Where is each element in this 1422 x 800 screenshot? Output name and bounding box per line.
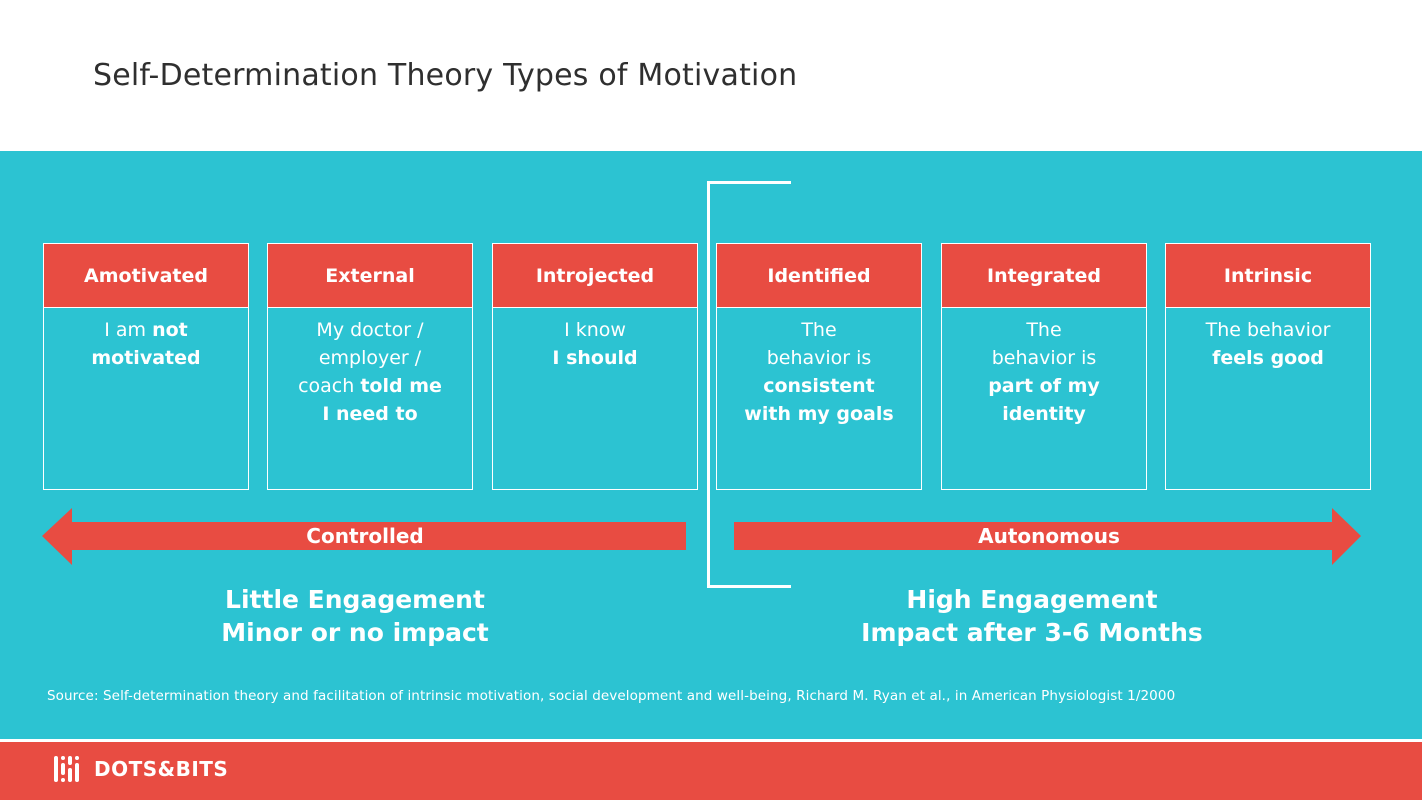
card-text: behavior is	[991, 347, 1097, 369]
card-text-line: feels good	[1174, 344, 1362, 372]
page-title: Self-Determination Theory Types of Motiv…	[93, 58, 798, 93]
engagement-right-line1: High Engagement	[906, 585, 1158, 614]
card-integrated: Integrated The behavior is part of my ident…	[941, 243, 1147, 490]
engagement-left-line2: Minor or no impact	[221, 618, 489, 647]
card-heading: Introjected	[493, 244, 697, 308]
card-body: The behavior feels good	[1166, 308, 1370, 372]
brand-logo: DOTS&BITS	[52, 752, 228, 786]
controlled-label: Controlled	[306, 524, 424, 548]
engagement-left-line1: Little Engagement	[225, 585, 485, 614]
card-text: coach	[298, 375, 361, 397]
card-heading: Intrinsic	[1166, 244, 1370, 308]
card-text: I know	[564, 319, 626, 341]
card-text-line: identity	[950, 400, 1138, 428]
card-text-bold: I should	[552, 347, 638, 369]
source-citation: Source: Self-determination theory and fa…	[47, 688, 1176, 704]
card-external: External My doctor / employer / coach told…	[267, 243, 473, 490]
card-identified: Identified The behavior is consistent with …	[716, 243, 922, 490]
card-text-bold: feels good	[1212, 347, 1324, 369]
card-introjected: Introjected I know I should	[492, 243, 698, 490]
autonomous-arrow	[734, 508, 1361, 565]
card-text: The behavior	[1205, 319, 1331, 341]
card-text-bold: I need to	[322, 403, 418, 425]
card-text-line: I am not	[52, 316, 240, 344]
card-text-bold: part of my	[988, 375, 1100, 397]
card-text: I am	[104, 319, 153, 341]
footer-bar: DOTS&BITS	[0, 742, 1422, 800]
divider-bracket	[707, 181, 791, 588]
card-text-line: My doctor /	[276, 316, 464, 344]
card-text-line: I know	[501, 316, 689, 344]
controlled-arrow	[42, 508, 686, 565]
card-text-bold: motivated	[91, 347, 201, 369]
autonomous-label: Autonomous	[978, 524, 1120, 548]
card-text: The	[1026, 319, 1062, 341]
card-text-bold: consistent	[763, 375, 875, 397]
card-text-bold: identity	[1002, 403, 1086, 425]
card-text-line: consistent	[725, 372, 913, 400]
engagement-left: Little Engagement Minor or no impact	[155, 583, 555, 649]
card-body: My doctor / employer / coach told me I need…	[268, 308, 472, 428]
card-text: behavior is	[766, 347, 872, 369]
card-text-line: The behavior	[1174, 316, 1362, 344]
card-text-line: with my goals	[725, 400, 913, 428]
card-text-bold: not	[152, 319, 188, 341]
card-text-line: I need to	[276, 400, 464, 428]
card-text-line: employer /	[276, 344, 464, 372]
card-text-line: coach told me	[276, 372, 464, 400]
card-text-line: The	[950, 316, 1138, 344]
logo-text: DOTS&BITS	[94, 757, 229, 781]
card-heading: Integrated	[942, 244, 1146, 308]
card-text-line: The	[725, 316, 913, 344]
card-text-line: motivated	[52, 344, 240, 372]
engagement-right-line2: Impact after 3-6 Months	[861, 618, 1203, 647]
card-text: My doctor /	[316, 319, 424, 341]
card-text-bold: with my goals	[744, 403, 894, 425]
card-heading: Amotivated	[44, 244, 248, 308]
engagement-right: High Engagement Impact after 3-6 Months	[832, 583, 1232, 649]
card-text-line: I should	[501, 344, 689, 372]
card-body: I am not motivated	[44, 308, 248, 372]
card-text-bold: told me	[360, 375, 442, 397]
card-text-line: part of my	[950, 372, 1138, 400]
card-heading: External	[268, 244, 472, 308]
card-text: employer /	[318, 347, 422, 369]
card-body: The behavior is consistent with my goals	[717, 308, 921, 428]
card-amotivated: Amotivated I am not motivated	[43, 243, 249, 490]
logo-icon	[54, 756, 79, 782]
card-text: The	[801, 319, 837, 341]
card-intrinsic: Intrinsic The behavior feels good	[1165, 243, 1371, 490]
card-body: I know I should	[493, 308, 697, 372]
card-text-line: behavior is	[950, 344, 1138, 372]
card-body: The behavior is part of my identity	[942, 308, 1146, 428]
card-text-line: behavior is	[725, 344, 913, 372]
card-heading: Identified	[717, 244, 921, 308]
